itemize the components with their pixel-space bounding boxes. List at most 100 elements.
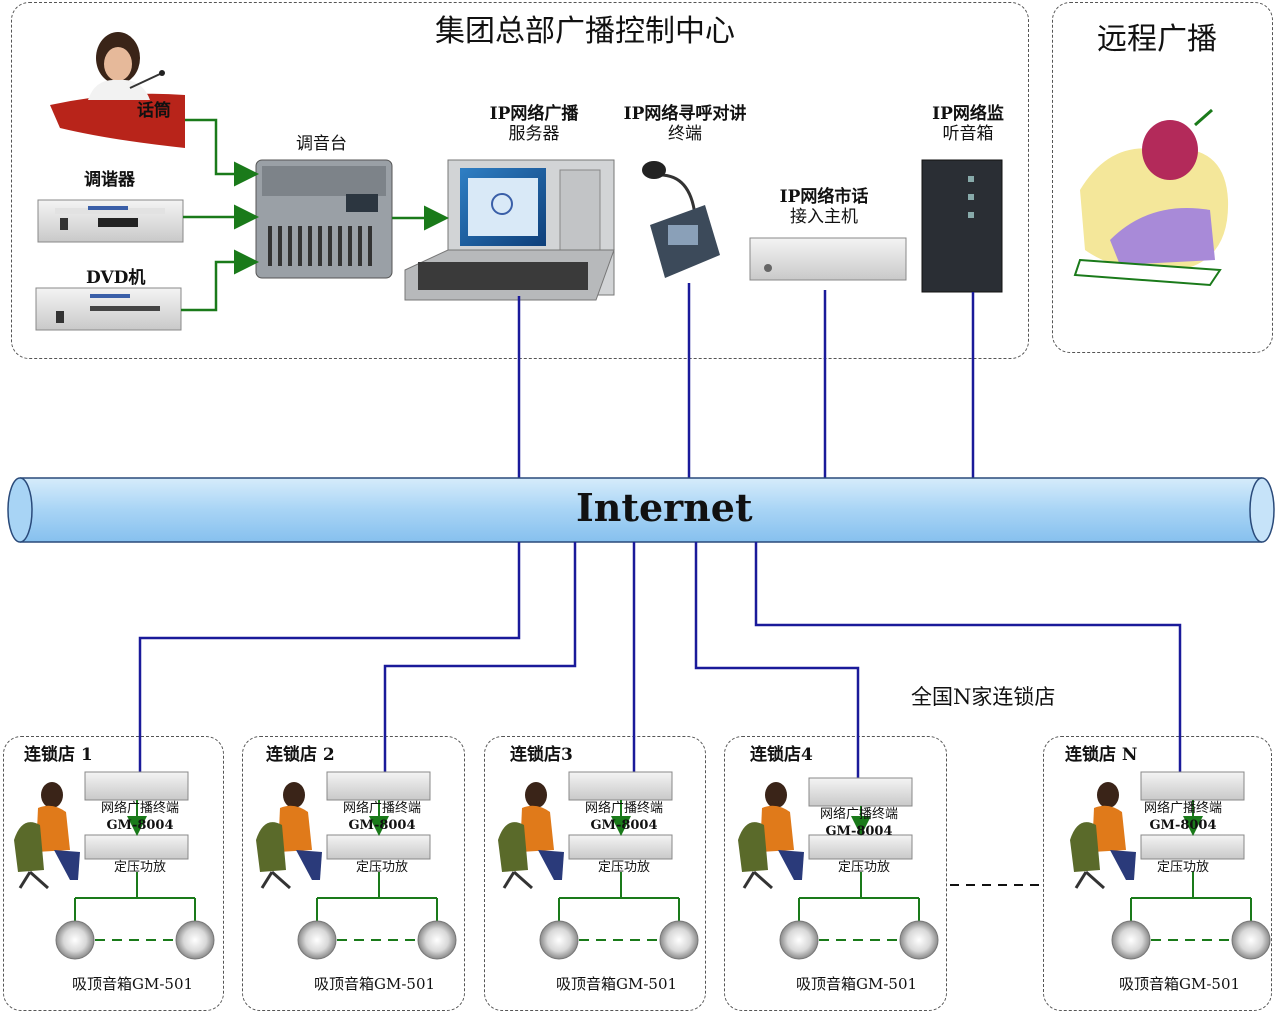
store-chair-leg bbox=[753, 870, 773, 890]
store-speaker-label: 吸顶音箱GM-501 bbox=[72, 975, 194, 993]
audio-links-hq bbox=[181, 118, 449, 312]
store-terminal-label: 网络广播终端 bbox=[342, 801, 421, 816]
store-presenter-head bbox=[525, 782, 547, 808]
mixer-device bbox=[255, 159, 393, 279]
phone-gateway-label-line2: 接入主机 bbox=[790, 207, 858, 228]
store-presenter-head bbox=[41, 782, 63, 808]
store-speaker-label: 吸顶音箱GM-501 bbox=[1119, 975, 1241, 993]
monitor-label-line1: IP网络监 bbox=[932, 104, 1004, 124]
store-ceiling-speaker bbox=[175, 920, 215, 960]
store-amplifier-device bbox=[568, 834, 673, 860]
server-label: IP网络广播 服务器 bbox=[468, 104, 600, 145]
store-terminal-device bbox=[326, 771, 431, 801]
store-chair-leg bbox=[1085, 870, 1105, 890]
store-amplifier-device bbox=[1140, 834, 1245, 860]
store-title: 连锁店 1 bbox=[24, 745, 93, 765]
store-chair-leg bbox=[260, 871, 274, 889]
store-chair bbox=[738, 822, 768, 872]
store-presenter-body bbox=[1092, 805, 1126, 852]
store-amplifier-device bbox=[84, 834, 189, 860]
store-presenter-head bbox=[283, 782, 305, 808]
store-region-1 bbox=[3, 736, 224, 1011]
store-chair-leg bbox=[502, 871, 516, 889]
remote-listener-figure bbox=[1073, 108, 1229, 287]
store-presenter-legs bbox=[1110, 850, 1136, 880]
store-amp-label: 定压功放 bbox=[597, 860, 650, 875]
store-chair bbox=[498, 822, 528, 872]
store-chair bbox=[14, 822, 44, 872]
store-chair-leg bbox=[271, 870, 291, 890]
announcer-figure bbox=[50, 32, 185, 148]
store-ceiling-speaker bbox=[779, 920, 819, 960]
monitor-label-line2: 听音箱 bbox=[942, 124, 994, 145]
store-terminal-label: 网络广播终端 bbox=[584, 801, 663, 816]
store-terminal-model: GM-8004 bbox=[590, 818, 658, 833]
store-devices bbox=[14, 771, 1271, 960]
phone-gateway-device bbox=[749, 237, 907, 281]
store-terminal-device bbox=[808, 777, 913, 807]
store-title: 连锁店 2 bbox=[266, 745, 335, 765]
store-ceiling-speaker bbox=[1111, 920, 1151, 960]
store-region-3 bbox=[484, 736, 706, 1011]
store-presenter-body bbox=[36, 805, 70, 852]
store-amplifier-device bbox=[326, 834, 431, 860]
store-chair-leg bbox=[18, 871, 32, 889]
intercom-label-line1: IP网络寻呼对讲 bbox=[623, 104, 747, 124]
store-terminal-device bbox=[84, 771, 189, 801]
intercom-device bbox=[642, 161, 720, 278]
store-chair-leg bbox=[742, 871, 756, 889]
intercom-label: IP网络寻呼对讲 终端 bbox=[610, 104, 760, 145]
server-label-line2: 服务器 bbox=[508, 124, 560, 145]
store-terminal-label: 网络广播终端 bbox=[1143, 801, 1222, 816]
network-links-stores bbox=[138, 542, 1182, 778]
store-presenter-head bbox=[1097, 782, 1119, 808]
store-speaker-label: 吸顶音箱GM-501 bbox=[556, 975, 678, 993]
network-links-hq bbox=[517, 283, 975, 478]
store-terminal-model: GM-8004 bbox=[106, 818, 174, 833]
mixer-label: 调音台 bbox=[296, 134, 347, 154]
monitor-speaker-device bbox=[921, 159, 1003, 293]
internet-pipe bbox=[7, 477, 1275, 543]
dvd-label: DVD机 bbox=[86, 268, 146, 288]
store-presenter-body bbox=[520, 805, 554, 852]
store-title: 连锁店3 bbox=[510, 745, 573, 765]
store-chair-leg bbox=[29, 870, 49, 890]
monitor-label: IP网络监 听音箱 bbox=[916, 104, 1020, 145]
store-terminal-label: 网络广播终端 bbox=[100, 801, 179, 816]
store-presenter-legs bbox=[296, 850, 322, 880]
store-region-4 bbox=[724, 736, 947, 1011]
store-title: 连锁店 N bbox=[1065, 745, 1138, 765]
phone-gateway-label: IP网络市话 接入主机 bbox=[760, 187, 888, 228]
remote-title: 远程广播 bbox=[1097, 22, 1217, 57]
tuner-label: 调谐器 bbox=[84, 170, 135, 190]
store-ceiling-speaker bbox=[417, 920, 457, 960]
store-terminal-model: GM-8004 bbox=[348, 818, 416, 833]
store-terminal-model: GM-8004 bbox=[1149, 818, 1217, 833]
store-presenter-legs bbox=[538, 850, 564, 880]
store-ceiling-speaker bbox=[55, 920, 95, 960]
store-terminal-device bbox=[568, 771, 673, 801]
store-amp-label: 定压功放 bbox=[355, 860, 408, 875]
store-amp-label: 定压功放 bbox=[113, 860, 166, 875]
store-amp-label: 定压功放 bbox=[837, 860, 890, 875]
store-amp-label: 定压功放 bbox=[1156, 860, 1209, 875]
hq-title: 集团总部广播控制中心 bbox=[435, 14, 735, 49]
store-presenter-legs bbox=[54, 850, 80, 880]
store-ceiling-speaker bbox=[899, 920, 939, 960]
phone-gateway-label-line1: IP网络市话 bbox=[779, 187, 869, 207]
store-ceiling-speaker bbox=[539, 920, 579, 960]
store-title: 连锁店4 bbox=[750, 745, 813, 765]
store-region-2 bbox=[242, 736, 465, 1011]
store-ceiling-speaker bbox=[1231, 920, 1271, 960]
intercom-label-line2: 终端 bbox=[668, 124, 702, 145]
store-speaker-label: 吸顶音箱GM-501 bbox=[314, 975, 436, 993]
store-ceiling-speaker bbox=[297, 920, 337, 960]
tuner-device bbox=[37, 199, 184, 243]
chain-note: 全国N家连锁店 bbox=[911, 685, 1056, 709]
server-label-line1: IP网络广播 bbox=[489, 104, 579, 124]
store-presenter-head bbox=[765, 782, 787, 808]
server-device bbox=[404, 159, 615, 301]
remote-region bbox=[1052, 2, 1273, 353]
store-ceiling-speaker bbox=[659, 920, 699, 960]
